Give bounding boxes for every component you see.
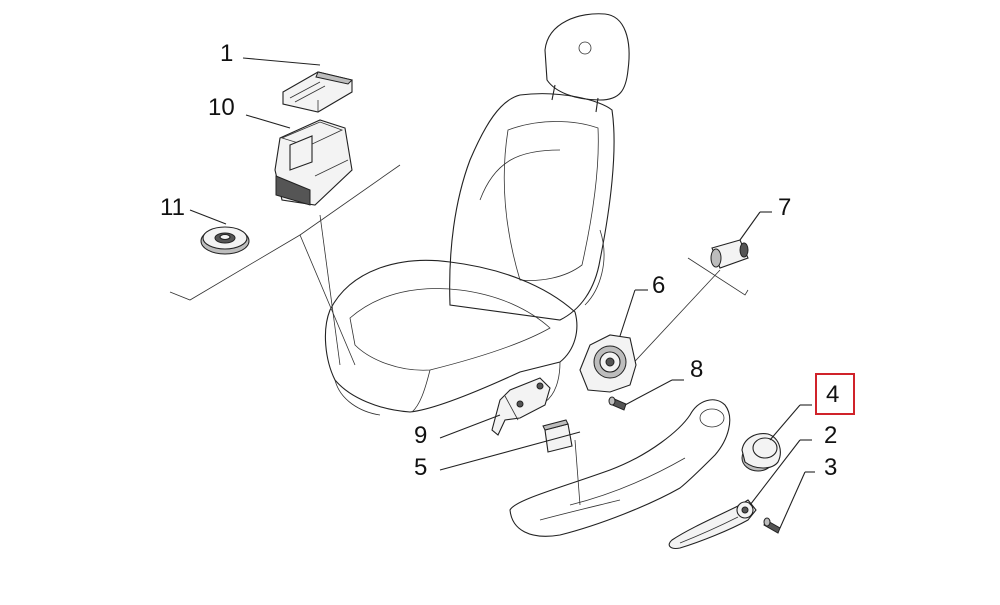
- leader-11: [189, 209, 227, 225]
- leader-6a: [619, 289, 636, 337]
- part-11-ring: [200, 226, 250, 255]
- callout-7: 7: [778, 194, 792, 221]
- leader-2a: [749, 439, 801, 506]
- callout-5: 5: [414, 454, 428, 481]
- part-2-lever: [668, 499, 757, 549]
- leader-1: [242, 57, 321, 66]
- part-5-switch: [542, 419, 573, 453]
- leader-7a: [739, 211, 761, 241]
- callout-3: 3: [824, 454, 838, 481]
- part-3-screw: [763, 517, 781, 534]
- leader-9: [439, 414, 501, 439]
- headrest-logo: [578, 41, 592, 55]
- part-10-control-module: [274, 119, 353, 206]
- part-8-screw: [608, 396, 627, 411]
- callout-8: 8: [690, 356, 704, 383]
- part-1-connector: [282, 71, 353, 113]
- part-4-highlight-box: [815, 373, 855, 415]
- callout-9: 9: [414, 422, 428, 449]
- callout-4: 4: [826, 381, 840, 408]
- leader-10: [245, 114, 291, 129]
- leader-5: [439, 431, 581, 471]
- part-4-knob: [741, 433, 781, 472]
- leader-4a: [769, 404, 801, 441]
- callout-11: 11: [160, 194, 185, 221]
- seat-backrest: [449, 93, 615, 321]
- group-bracket-left: [169, 234, 356, 366]
- callout-6: 6: [652, 272, 666, 299]
- part-6-recliner: [579, 334, 637, 393]
- diagram-panel: [130, 8, 850, 586]
- leader-3a: [779, 471, 806, 529]
- seat-drawing: [324, 13, 630, 416]
- part-7-connector: [710, 239, 749, 269]
- seat-side-panel: [509, 399, 731, 537]
- callout-2: 2: [824, 422, 838, 449]
- seat-cushion: [324, 259, 578, 413]
- leader-8a: [624, 379, 673, 406]
- callout-10: 10: [208, 94, 235, 121]
- part-9-bracket: [491, 377, 551, 436]
- callout-1: 1: [220, 40, 234, 67]
- group-bracket-right: [687, 257, 749, 296]
